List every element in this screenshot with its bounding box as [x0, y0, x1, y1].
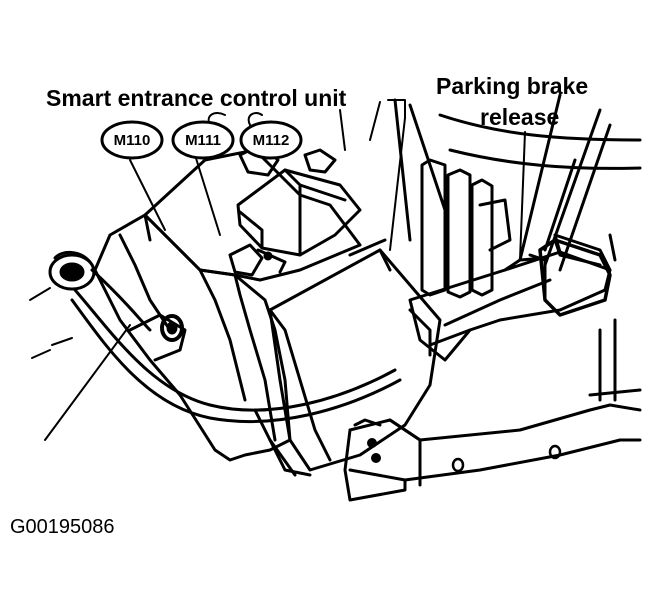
wire-harness	[70, 268, 402, 477]
left-edge-pointer	[31, 349, 51, 359]
parking-brake-label-line2: release	[480, 104, 559, 130]
parking-brake-label-line1: Parking brake	[436, 73, 588, 99]
connector-callout-m110: M110	[100, 120, 164, 160]
leader-lines	[29, 99, 526, 346]
connector-label-m110: M110	[114, 132, 151, 149]
harness-clip	[48, 251, 96, 291]
lower-left-leader	[44, 324, 131, 441]
connector-callout-m112: M112	[239, 120, 303, 160]
connector-blocks	[228, 143, 362, 277]
connector-callout-m111: M111	[171, 120, 235, 160]
control-unit-module	[93, 148, 442, 472]
connector-label-m111: M111	[185, 132, 221, 149]
connector-label-m112: M112	[253, 132, 290, 149]
figure-code: G00195086	[10, 516, 115, 538]
dash-background	[393, 93, 642, 272]
parking-brake-release	[408, 233, 617, 362]
control-unit-label: Smart entrance control unit	[46, 85, 347, 111]
lower-bracket	[343, 318, 642, 502]
